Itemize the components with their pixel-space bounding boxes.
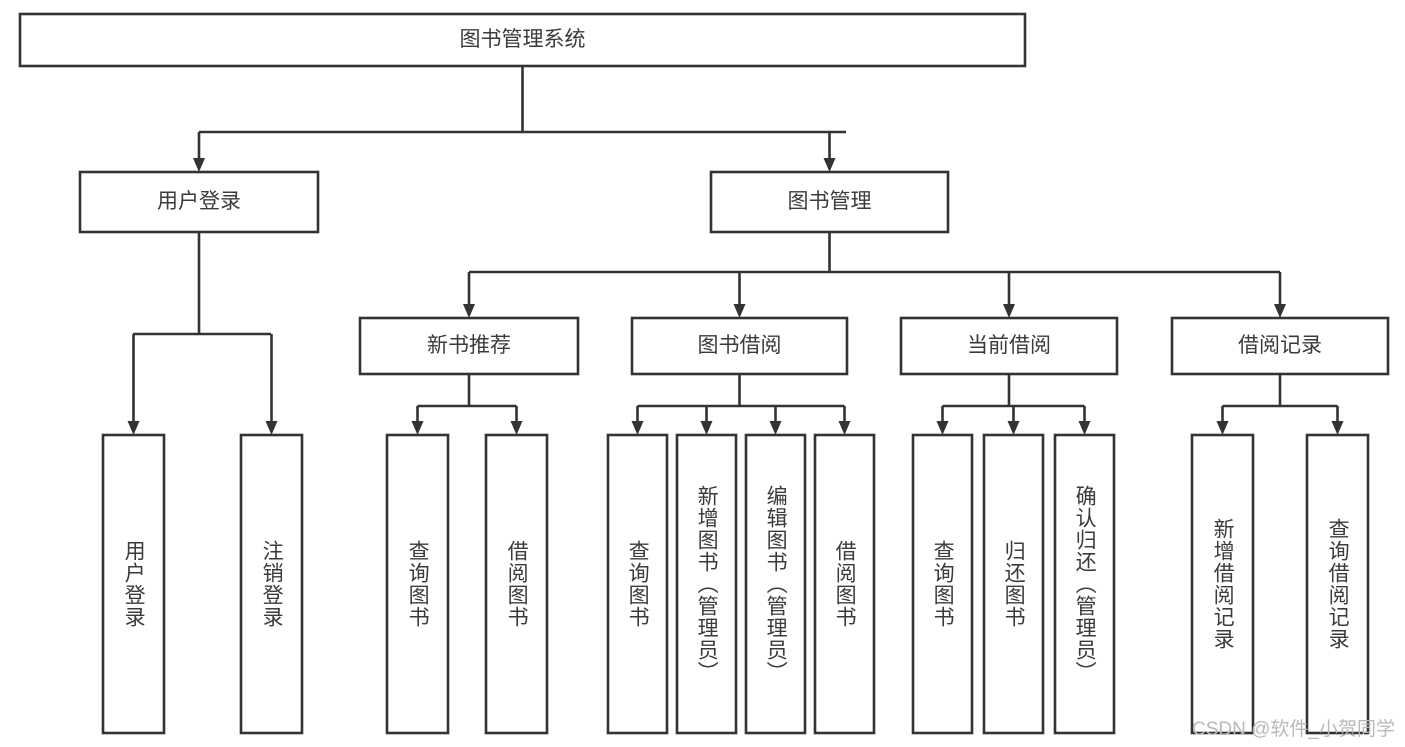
arrowhead-leaf-add-book-admin: [700, 421, 713, 435]
node-box-new-book-recommend[interactable]: [358, 316, 580, 376]
node-box-leaf-add-borrow-record[interactable]: [1190, 433, 1255, 735]
node-box-leaf-add-book-admin[interactable]: [675, 433, 738, 735]
csdn-watermark: CSDN @软件_小贺同学: [1192, 719, 1395, 740]
arrowhead-borrow-record: [1274, 304, 1286, 318]
node-box-leaf-edit-book-admin[interactable]: [744, 433, 807, 735]
arrowhead-user-login: [193, 158, 205, 172]
arrowhead-leaf-return-book: [1007, 421, 1020, 435]
arrowhead-book-borrow: [733, 304, 746, 318]
arrowhead-leaf-query-book-borrow: [631, 421, 644, 435]
node-box-leaf-borrow-book-recommend[interactable]: [484, 433, 549, 735]
arrowhead-leaf-query-book-current: [936, 421, 949, 435]
node-box-leaf-query-borrow-record[interactable]: [1305, 433, 1370, 735]
edge-group-user-login-to-leaves: [127, 232, 278, 435]
arrowhead-new-book-recommend: [463, 304, 475, 318]
edge-group-borrow-record-to-leaves: [1216, 374, 1344, 435]
node-box-leaf-borrow-book[interactable]: [813, 433, 876, 735]
node-box-leaf-query-book-recommend[interactable]: [385, 433, 450, 735]
arrowhead-leaf-edit-book-admin: [769, 421, 782, 435]
arrowhead-book-management: [823, 158, 836, 172]
edge-group-book-management-to-level2: [463, 232, 1286, 318]
edge-group-new-book-recommend-to-leaves: [411, 374, 523, 435]
node-box-leaf-confirm-return-admin[interactable]: [1053, 433, 1116, 735]
node-box-current-borrow[interactable]: [899, 316, 1119, 376]
node-box-leaf-user-login[interactable]: [101, 433, 166, 735]
arrowhead-leaf-borrow-book-recommend: [510, 421, 523, 435]
node-box-book-borrow[interactable]: [630, 316, 849, 376]
arrowhead-leaf-add-borrow-record: [1216, 421, 1229, 435]
edge-group-root-to-level1: [193, 66, 846, 172]
node-box-leaf-query-book-current[interactable]: [911, 433, 974, 735]
edge-group-book-borrow-to-leaves: [631, 374, 851, 435]
arrowhead-current-borrow: [1003, 304, 1015, 318]
node-box-borrow-record[interactable]: [1170, 316, 1390, 376]
arrowhead-leaf-user-login: [127, 421, 140, 435]
node-box-root[interactable]: [18, 12, 1027, 68]
arrowhead-leaf-query-book-recommend: [411, 421, 424, 435]
node-box-book-management[interactable]: [709, 170, 950, 234]
arrowhead-leaf-borrow-book: [838, 421, 851, 435]
node-box-leaf-return-book[interactable]: [982, 433, 1045, 735]
arrowhead-leaf-logout-login: [265, 421, 278, 435]
node-box-leaf-query-book-borrow[interactable]: [606, 433, 669, 735]
node-box-leaf-logout-login[interactable]: [239, 433, 304, 735]
edge-group-current-borrow-to-leaves: [936, 374, 1091, 435]
node-box-user-login[interactable]: [78, 170, 320, 234]
arrowhead-leaf-confirm-return-admin: [1078, 421, 1091, 435]
arrowhead-leaf-query-borrow-record: [1331, 421, 1344, 435]
